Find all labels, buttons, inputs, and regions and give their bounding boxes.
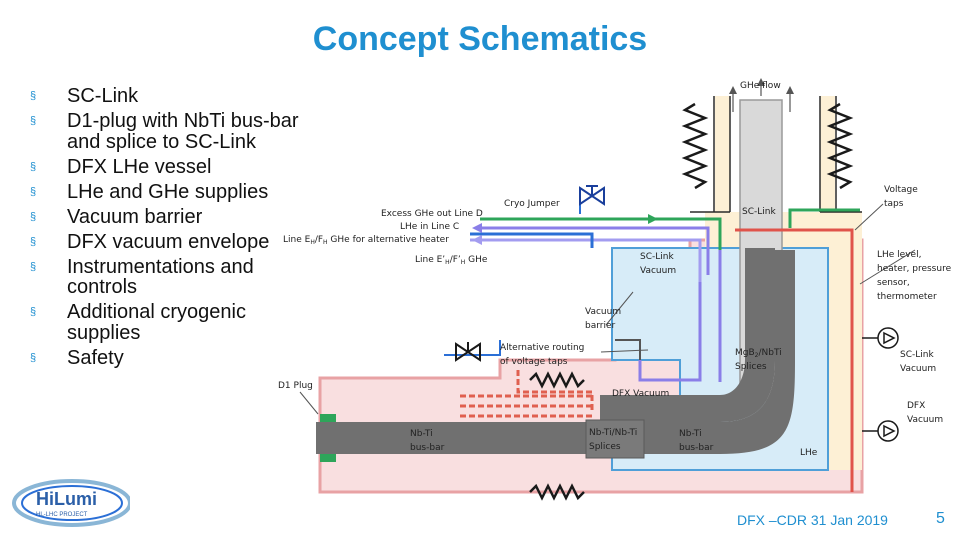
blue-line	[470, 232, 594, 248]
label-mgb2-splices-2: Splices	[735, 362, 767, 372]
label-lhe-line-c: LHe in Line C	[400, 222, 459, 232]
line-arrowhead	[472, 223, 482, 233]
bullet-marker: §	[30, 351, 37, 364]
label-sc-link-vacuum: SC-Link	[640, 252, 674, 262]
nbti-bus-bar	[316, 248, 775, 422]
line-arrowhead	[648, 214, 658, 224]
bullet-item: §Additional cryogenic supplies	[30, 301, 246, 344]
label-sc-link: SC-Link	[742, 207, 776, 217]
label-ghe-flow: GHe flow	[740, 81, 781, 91]
red-voltage-tap-line	[735, 228, 854, 492]
label-lhe-level-2: heater, pressure	[877, 264, 952, 274]
bullet-item: §D1-plug with NbTi bus-bar and splice to…	[30, 110, 299, 153]
label-vacuum-barrier: Vacuum	[585, 307, 621, 317]
bullet-marker: §	[30, 235, 37, 248]
label-vacuum-barrier-2: barrier	[585, 321, 616, 331]
bullet-item: §SC-Link	[30, 85, 139, 107]
bullet-marker: §	[30, 306, 37, 318]
label-nbti-busbar-right-2: bus-bar	[679, 443, 714, 453]
label-mgb2-splices: MgB2/NbTi	[735, 348, 782, 359]
leader-line	[605, 291, 634, 326]
bullet-marker: §	[30, 90, 37, 102]
hilumi-logo: HiLumi HL-LHC PROJECT	[12, 479, 130, 527]
label-sc-link-vacuum-right: SC-Link	[900, 350, 934, 360]
purple-line-upper	[480, 226, 710, 275]
label-sc-link-vacuum-right-2: Vacuum	[900, 364, 936, 374]
bullet-item: §DFX vacuum envelope	[30, 230, 270, 253]
bus-bar-marker	[320, 414, 336, 422]
bellows-left	[681, 102, 709, 190]
cryo-jumper-valve	[579, 185, 605, 206]
label-dfx-vacuum-right-2: Vacuum	[907, 415, 943, 425]
label-alternative-routing: Alternative routing	[500, 343, 584, 353]
instrument-symbol	[862, 327, 899, 349]
leader-line	[854, 203, 884, 231]
line-arrowhead	[472, 235, 482, 245]
page-number: 5	[936, 510, 945, 527]
label-excess-ghe: Excess GHe out Line D	[381, 209, 483, 219]
label-lhe-level-3: sensor,	[877, 278, 910, 288]
bullet-item: §LHe and GHe supplies	[30, 180, 269, 203]
label-cryo-jumper: Cryo Jumper	[504, 199, 560, 209]
bullet-marker: §	[30, 115, 37, 127]
alternative-routing-dashed	[460, 370, 594, 418]
bullet-marker: §	[30, 160, 37, 173]
vacuum-barrier-line	[615, 339, 641, 360]
bellows-top	[529, 371, 585, 389]
ghe-flow-arrowhead	[729, 86, 737, 94]
page-title: Concept Schematics	[312, 20, 648, 58]
label-nbti-busbar-right: Nb-Ti	[679, 429, 702, 439]
purple-line-lower	[470, 238, 702, 282]
label-line-e-prime: Line E’H/F’H GHe	[415, 255, 488, 266]
bullet-list: §SC-Link §D1-plug with NbTi bus-bar and …	[30, 86, 300, 373]
bullet-marker: §	[30, 260, 37, 273]
label-lhe-level: LHe level,	[877, 250, 921, 260]
bellows-bottom	[529, 483, 585, 501]
instrument-symbol	[862, 420, 899, 442]
bellows-right	[826, 102, 854, 190]
label-dfx-vacuum: DFX Vacuum	[612, 389, 669, 399]
footer-text: DFX –CDR 31 Jan 2019	[737, 512, 888, 528]
bus-bar-marker	[320, 454, 336, 462]
ghe-flow-arrowhead	[786, 86, 794, 94]
blue-left-loop	[444, 340, 501, 356]
label-voltage-taps: Voltage	[884, 185, 918, 195]
label-nbti-splices: Nb-Ti/Nb-Ti	[589, 428, 637, 438]
bullet-item: §Instrumentations and controls	[30, 255, 254, 298]
label-line-eh-fh: Line EH/FH GHe for alternative heater	[283, 235, 449, 246]
label-nbti-splices-2: Splices	[589, 442, 621, 452]
bullet-marker: §	[30, 210, 37, 223]
label-lhe-level-4: thermometer	[877, 292, 937, 302]
leader-line	[600, 349, 649, 353]
label-dfx-vacuum-right: DFX	[907, 401, 925, 411]
label-nbti-busbar-left: Nb-Ti	[410, 429, 433, 439]
bullet-item: §Safety	[30, 346, 124, 369]
bullet-marker: §	[30, 185, 37, 198]
label-d1-plug: D1 Plug	[278, 381, 313, 391]
leader-line	[299, 391, 319, 415]
purple-inner-line	[638, 282, 702, 382]
green-line	[480, 217, 722, 250]
svg-text:HL-LHC PROJECT: HL-LHC PROJECT	[36, 512, 88, 518]
bullet-item: §DFX LHe vessel	[30, 155, 212, 178]
left-valve	[455, 342, 481, 362]
nbti-bus-bar-curve	[720, 250, 795, 454]
label-lhe: LHe	[800, 448, 818, 458]
nbti-bus-bar-lower	[316, 422, 720, 454]
svg-text:HiLumi: HiLumi	[36, 489, 97, 509]
label-sc-link-vacuum-2: Vacuum	[640, 266, 676, 276]
label-alternative-routing-2: of voltage taps	[500, 357, 568, 367]
green-right-line	[788, 208, 860, 228]
leader-line	[859, 249, 916, 285]
bullet-item: §Vacuum barrier	[30, 205, 203, 228]
nbti-splice-box	[585, 419, 645, 459]
label-voltage-taps-2: taps	[884, 199, 904, 209]
label-nbti-busbar-left-2: bus-bar	[410, 443, 445, 453]
ghe-flow-arrowhead	[757, 78, 765, 86]
